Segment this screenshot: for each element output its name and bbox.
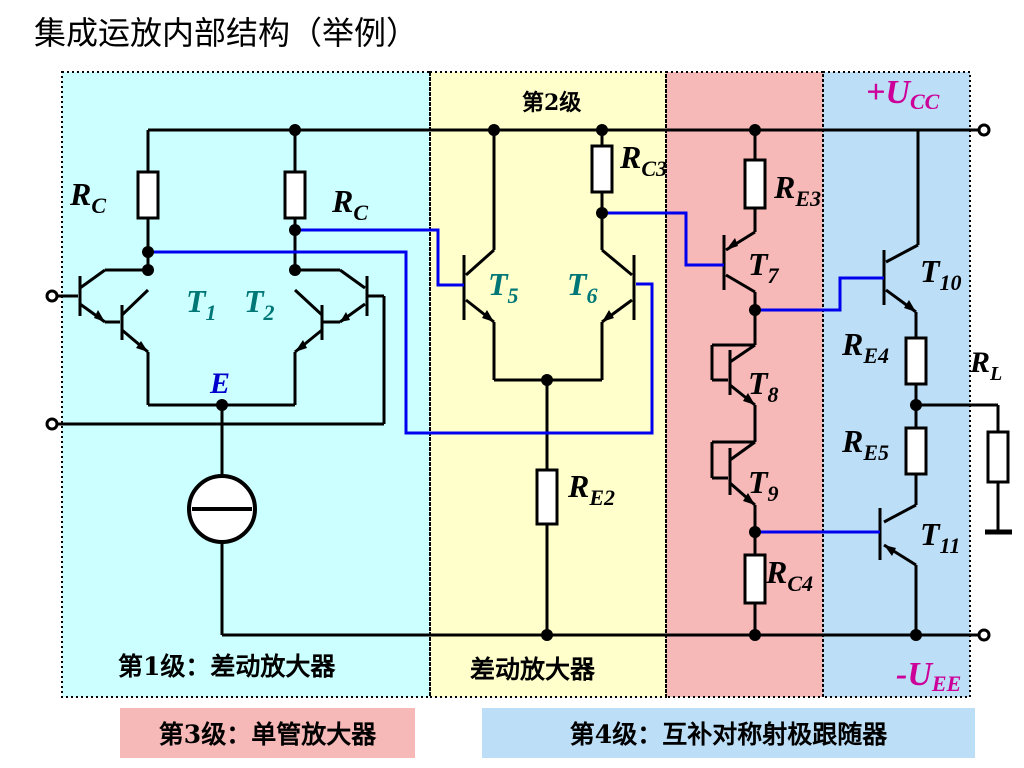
emitter-arrows (94, 238, 916, 556)
page-title: 集成运放内部结构（举例） (34, 14, 419, 52)
vcc-terminal (977, 123, 991, 137)
re5-label: RE5 (841, 423, 889, 465)
resistor-rc-right (283, 170, 307, 220)
stage2-bottom-label: 差动放大器 (470, 655, 596, 684)
t7-label: T7 (748, 246, 780, 288)
stage4-region (823, 72, 970, 697)
re2-label: RE2 (567, 468, 615, 510)
re3-label: RE3 (773, 169, 821, 211)
resistor-re4 (904, 336, 928, 386)
stage2-top-label: 第2级 (522, 90, 581, 116)
rc3-label: RC3 (619, 139, 667, 181)
resistor-re5 (904, 426, 928, 476)
resistor-rc3 (590, 144, 614, 194)
labels: 第2级 第1级：差动放大器 差动放大器 +UCC -UEE RC RC RC3 … (69, 74, 1002, 696)
input-terminal-1 (45, 289, 59, 303)
terminals (45, 123, 991, 642)
wiring (55, 128, 1000, 637)
vcc-label: +UCC (866, 74, 940, 114)
t11-label: T11 (920, 516, 960, 558)
t9-label: T9 (748, 464, 779, 506)
rc-right-label: RC (331, 183, 368, 225)
vee-terminal (977, 628, 991, 642)
resistor-re2 (535, 468, 559, 526)
resistor-re3 (743, 158, 767, 210)
t8-label: T8 (748, 365, 779, 407)
stage4-caption: 第4级：互补对称射极跟随器 (482, 708, 975, 758)
t10-label: T10 (920, 253, 962, 295)
stage-borders (61, 71, 971, 698)
signal-wires (148, 211, 884, 534)
resistor-rl (986, 430, 1010, 484)
t2-label: T2 (244, 283, 275, 325)
junctions (142, 124, 922, 641)
vee-label: -UEE (896, 656, 961, 696)
re4-label: RE4 (841, 326, 889, 368)
e-node-label: E (209, 367, 230, 400)
input-terminal-2 (45, 417, 59, 431)
rc-left-label: RC (69, 176, 106, 218)
resistor-rc-left (136, 170, 160, 220)
t5-label: T5 (488, 266, 519, 308)
stage1-label: 第1级：差动放大器 (118, 652, 336, 681)
rc4-label: RC4 (765, 554, 813, 596)
stage3-caption: 第3级：单管放大器 (120, 708, 415, 758)
resistors (136, 144, 1010, 605)
t1-label: T1 (186, 283, 217, 325)
rl-label: RL (969, 346, 1002, 385)
resistor-rc4 (743, 553, 767, 605)
stage1-region (62, 72, 430, 697)
t6-label: T6 (567, 266, 598, 308)
